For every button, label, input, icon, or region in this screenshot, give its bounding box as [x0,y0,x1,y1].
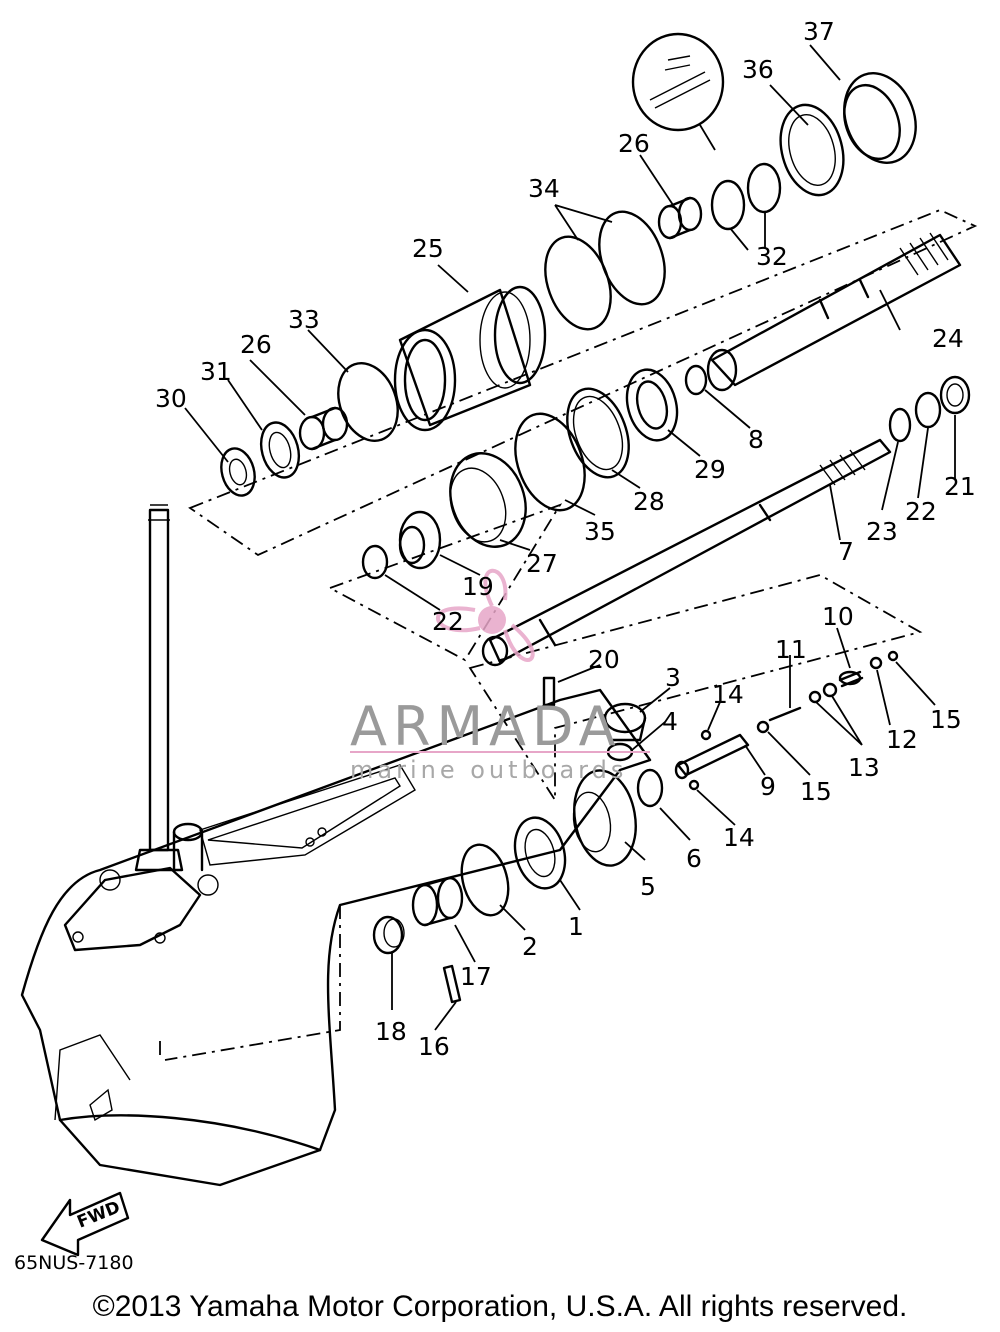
callout-numbers: 37 36 26 34 25 32 33 24 26 31 30 8 8 21 … [155,17,976,1061]
callout-1: 1 [568,912,584,941]
pin-20 [542,676,556,707]
callout-22b: 22 [432,607,464,636]
assembly-outline-middle [327,503,563,662]
assembly-outline-upper [188,209,978,557]
o-rings-34 [544,210,666,331]
callout-2: 2 [522,932,538,961]
ring-nut-37 [843,72,917,164]
callout-3: 3 [665,663,681,692]
callout-27: 27 [526,549,558,578]
callout-7: 7 [838,537,854,566]
callout-14b: 14 [723,823,755,852]
callout-11: 11 [775,635,807,664]
prop-shaft-24 [706,232,962,392]
propeller-shaft-7 [481,438,892,667]
shim-28 [566,387,630,479]
drive-shaft [134,504,204,872]
callout-24: 24 [932,324,964,353]
assembly-outline-lower [468,574,923,804]
callout-32: 32 [756,242,788,271]
callout-29: 29 [694,455,726,484]
callout-12: 12 [886,725,918,754]
callout-26b: 26 [240,330,272,359]
watermark-brand: ARMADA [350,695,622,758]
leader-lines [184,44,956,1031]
callout-23: 23 [866,517,898,546]
washers-21-23 [888,375,971,443]
callout-17: 17 [460,962,492,991]
callout-20: 20 [588,645,620,674]
washer-8 [684,364,708,396]
callout-9: 9 [760,772,776,801]
washer-31 [259,421,301,479]
seal-detail-inset [631,32,725,151]
callout-15: 15 [930,705,962,734]
o-ring-35 [514,412,586,512]
callout-37: 37 [803,17,835,46]
balls-13 [808,682,838,704]
shim-6 [636,768,664,808]
clip-22 [361,544,389,580]
dog-clutch-19 [398,510,442,570]
callout-36: 36 [742,55,774,84]
callout-5: 5 [640,872,656,901]
callout-6: 6 [686,844,702,873]
spring-18 [372,915,405,955]
diagram-code: 65NUS-7180 [14,1252,134,1274]
callout-30: 30 [155,384,187,413]
forward-gear-5 [572,769,637,867]
tab-washer-36 [779,103,845,197]
ball-bearing-29 [625,368,679,442]
callout-14: 14 [712,680,744,709]
callout-31: 31 [200,357,232,386]
lower-unit-housing [20,688,652,1187]
callout-35: 35 [584,517,616,546]
oil-seal-30 [220,447,256,497]
callout-26: 26 [618,129,650,158]
callout-19: 19 [462,572,494,601]
callout-28: 28 [633,487,665,516]
callout-22: 22 [905,497,937,526]
pin-16 [442,964,462,1004]
callout-13: 13 [848,753,880,782]
pinion-3 [603,702,647,742]
callout-10: 10 [822,602,854,631]
fwd-direction-arrow: FWD [40,1191,130,1257]
needle-bearing-26a [298,406,349,451]
bearing-17 [411,876,464,927]
callout-25: 25 [412,234,444,263]
armada-watermark: ARMADA marine outboards [350,568,650,784]
callout-21: 21 [944,472,976,501]
reverse-gear-27 [449,452,527,548]
washers-12-15 [756,650,899,734]
housing-25 [393,285,547,432]
balls-14 [688,729,712,791]
seals-32 [710,162,782,231]
copyright-notice: ©2013 Yamaha Motor Corporation, U.S.A. A… [92,1290,908,1323]
shift-plunger-9 [674,733,750,780]
callout-34: 34 [528,174,560,203]
callout-4: 4 [662,707,678,736]
bearing-1 [513,816,567,890]
callout-15b: 15 [800,777,832,806]
pin-11 [768,706,802,722]
callout-8: 8 [748,425,764,454]
armada-propeller-logo [435,568,535,662]
callout-33: 33 [288,305,320,334]
needle-bearing-26b [657,196,703,240]
spring-10 [838,670,864,688]
shim-2 [460,843,510,917]
callout-16: 16 [418,1032,450,1061]
watermark-tagline: marine outboards [350,756,627,784]
callout-18: 18 [375,1017,407,1046]
